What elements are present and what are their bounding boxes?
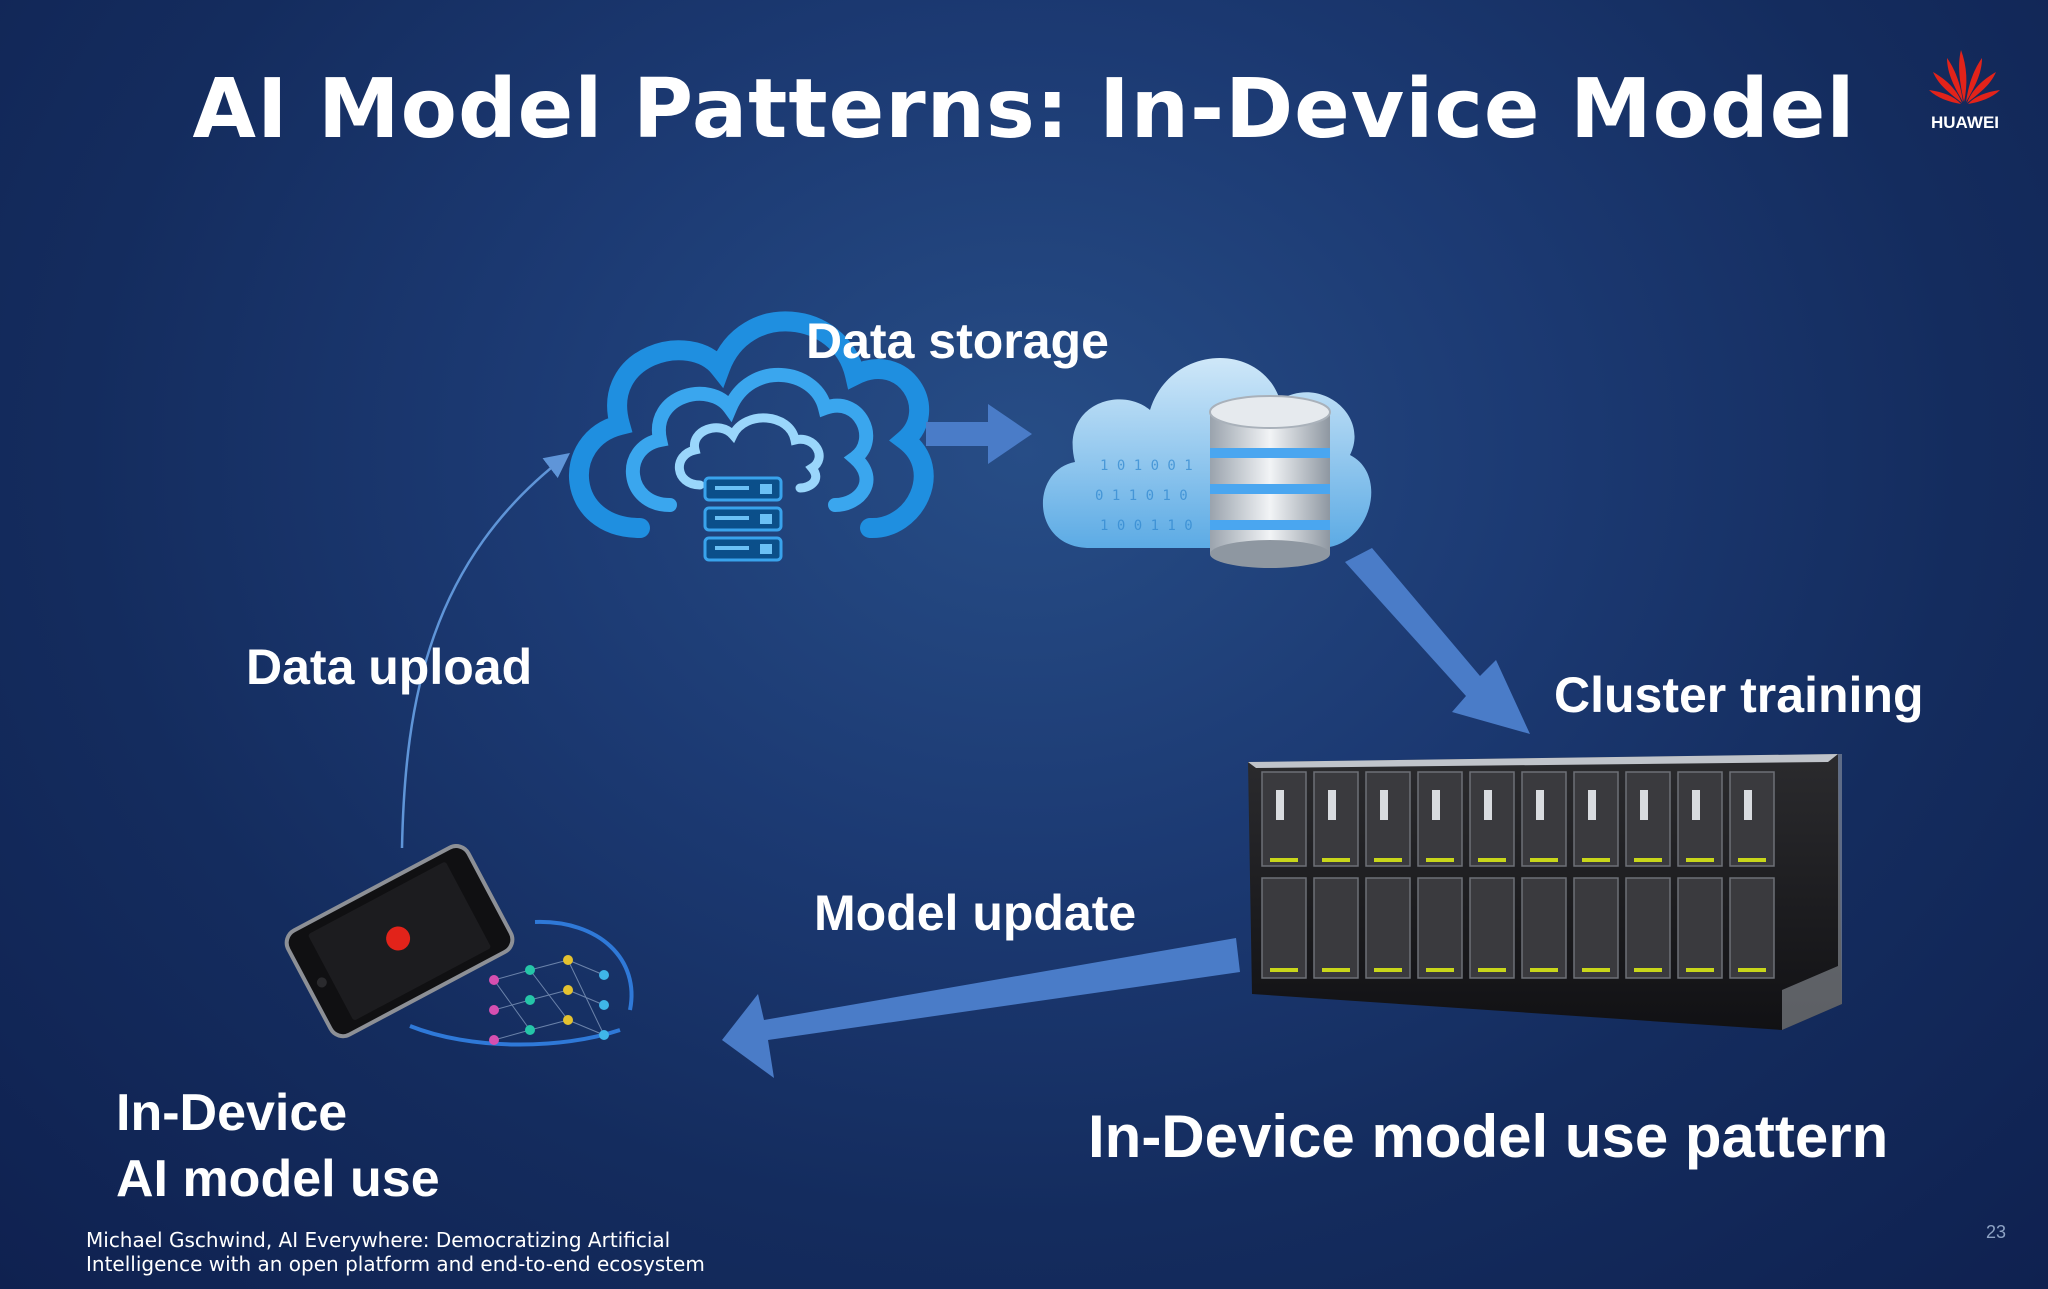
data-storage-label: Data storage — [806, 313, 1109, 369]
neural-network-icon — [409, 919, 634, 1047]
in-device-line-2: AI model use — [116, 1150, 440, 1208]
in-device-line-1: In-Device — [116, 1084, 348, 1142]
huawei-logo-text: HUAWEI — [1931, 113, 1999, 132]
arrow-to-cluster — [1345, 548, 1530, 734]
huawei-logo: HUAWEI — [1925, 44, 2005, 133]
slide-title: AI Model Patterns: In-Device Model — [192, 62, 1856, 157]
citation-line-2: Intelligence with an open platform and e… — [86, 1252, 705, 1276]
huawei-petals-icon — [1929, 50, 2000, 104]
page-number: 23 — [1986, 1222, 2007, 1242]
citation-line-1: Michael Gschwind, AI Everywhere: Democra… — [86, 1228, 671, 1252]
svg-text:1 0 0 1 1 0: 1 0 0 1 1 0 — [1100, 518, 1193, 534]
data-upload-label: Data upload — [246, 639, 533, 695]
arrow-to-storage — [926, 404, 1032, 464]
svg-text:0 1 1 0 1 0: 0 1 1 0 1 0 — [1095, 488, 1188, 504]
cluster-training-label: Cluster training — [1554, 667, 1924, 723]
model-update-label: Model update — [814, 885, 1137, 941]
cloud-network-icon — [568, 311, 934, 538]
cluster-server-icon — [1248, 754, 1842, 1030]
smartphone-icon — [284, 844, 515, 1039]
arrow-model-update — [722, 938, 1240, 1078]
pattern-caption: In-Device model use pattern — [1088, 1103, 1889, 1170]
in-device-use-label: In-Device AI model use — [116, 1080, 440, 1212]
svg-text:1 0 1 0 0 1: 1 0 1 0 0 1 — [1100, 458, 1193, 474]
server-stack-icon — [703, 476, 783, 562]
database-icon — [1209, 395, 1331, 568]
arrow-data-upload — [400, 452, 570, 849]
citation: Michael Gschwind, AI Everywhere: Democra… — [86, 1228, 705, 1276]
